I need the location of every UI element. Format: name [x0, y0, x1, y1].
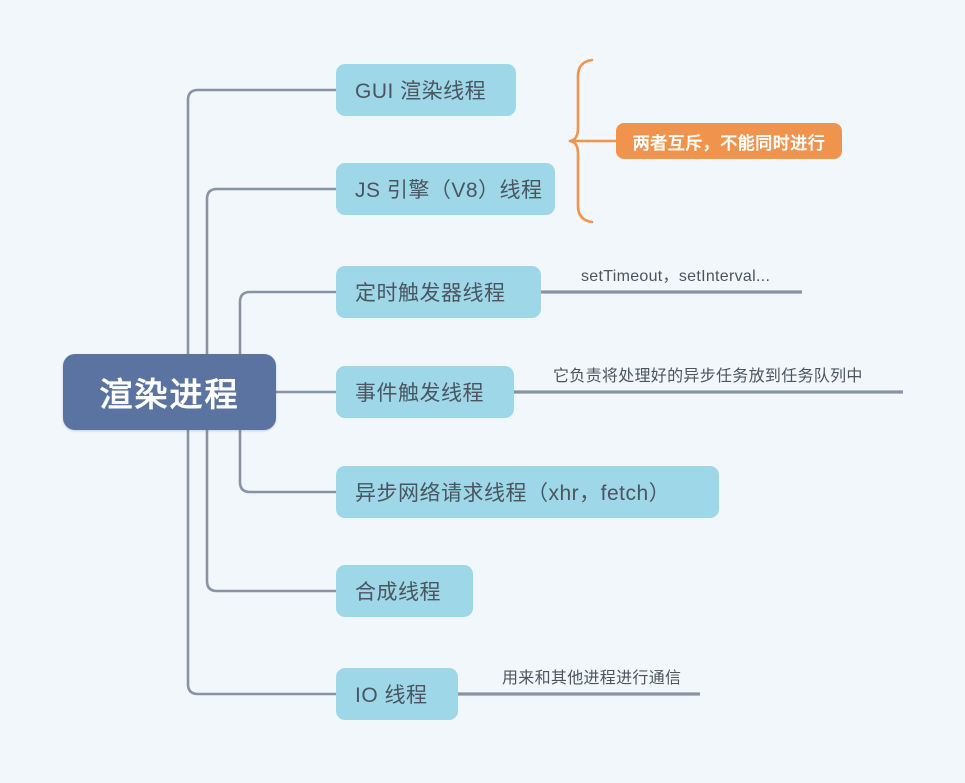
node-gui-render-thread-label: GUI 渲染线程 [355, 80, 487, 103]
node-timer-trigger-thread[interactable]: 定时触发器线程 [336, 266, 541, 318]
root-node-label: 渲染进程 [99, 376, 240, 413]
node-event-trigger-thread-label: 事件触发线程 [355, 382, 484, 405]
node-io-thread-label: IO 线程 [355, 684, 428, 707]
annotation-io-communication: 用来和其他进程进行通信 [502, 664, 681, 688]
node-async-network-request-thread-label: 异步网络请求线程（xhr，fetch） [355, 482, 671, 505]
node-async-network-request-thread[interactable]: 异步网络请求线程（xhr，fetch） [336, 466, 719, 518]
connector-io-thread [186, 390, 338, 696]
annotation-timer-apis: setTimeout，setInterval... [581, 262, 770, 286]
annotation-io-communication-label: 用来和其他进程进行通信 [502, 670, 682, 687]
node-io-thread[interactable]: IO 线程 [336, 668, 458, 720]
node-compositor-thread-label: 合成线程 [355, 581, 441, 604]
node-timer-trigger-thread-label: 定时触发器线程 [355, 282, 506, 305]
node-compositor-thread[interactable]: 合成线程 [336, 565, 473, 617]
connector-gui-thread [186, 88, 338, 394]
node-gui-render-thread[interactable]: GUI 渲染线程 [336, 64, 516, 116]
annotation-timer-apis-label: setTimeout，setInterval... [581, 268, 771, 285]
annotation-event-queue: 它负责将处理好的异步任务放到任务队列中 [553, 362, 863, 386]
node-event-trigger-thread[interactable]: 事件触发线程 [336, 366, 514, 418]
node-js-engine-thread-label: JS 引擎（V8）线程 [355, 179, 543, 202]
badge-mutually-exclusive-label: 两者互斥，不能同时进行 [632, 133, 826, 153]
annotation-event-queue-label: 它负责将处理好的异步任务放到任务队列中 [553, 368, 863, 385]
root-node-render-process[interactable]: 渲染进程 [63, 354, 276, 430]
grouping-brace [569, 58, 594, 224]
node-js-engine-thread[interactable]: JS 引擎（V8）线程 [336, 163, 555, 215]
badge-mutually-exclusive[interactable]: 两者互斥，不能同时进行 [616, 123, 842, 159]
